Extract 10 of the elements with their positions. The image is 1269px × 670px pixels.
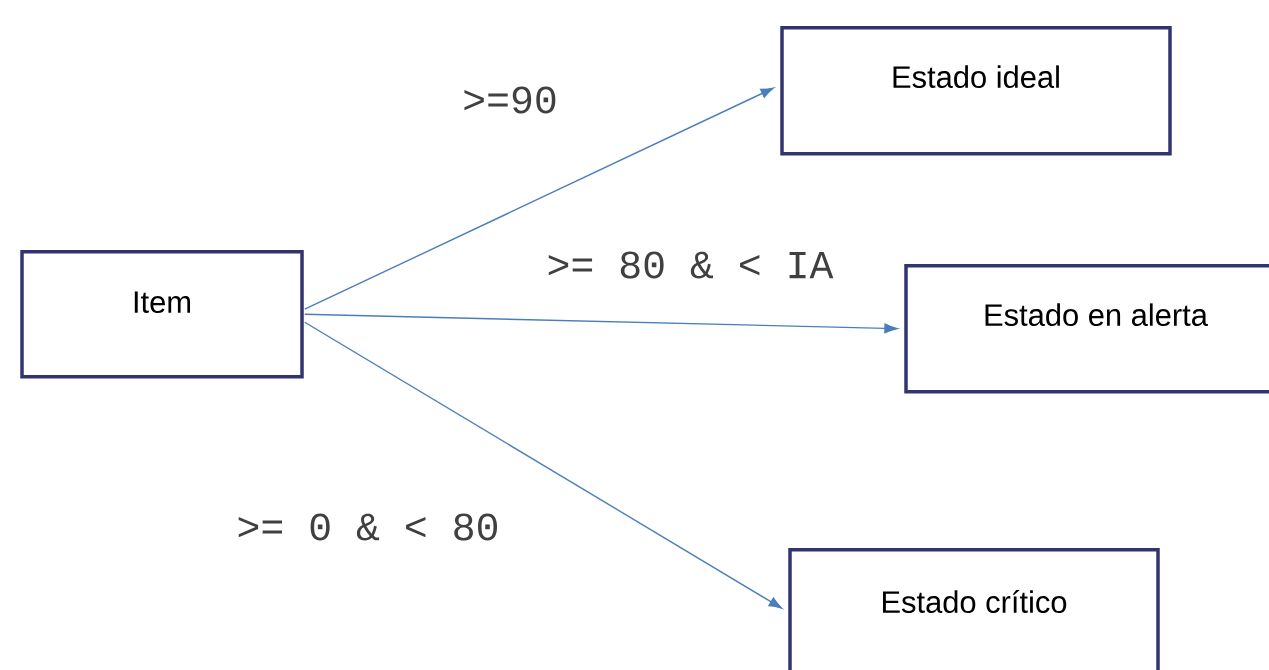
edge-label: >= 0 & < 80 <box>238 513 498 541</box>
edge-label: >=90 <box>464 86 556 114</box>
state-box: Estado ideal <box>780 26 1172 156</box>
arrow <box>304 87 775 310</box>
state-box: Item <box>20 250 304 379</box>
state-box: Estado crítico <box>788 548 1160 670</box>
arrow <box>304 313 898 334</box>
state-box: Estado en alerta <box>904 264 1269 394</box>
edge-label: >= 80 & < IA <box>548 251 834 279</box>
arrow <box>304 321 783 609</box>
